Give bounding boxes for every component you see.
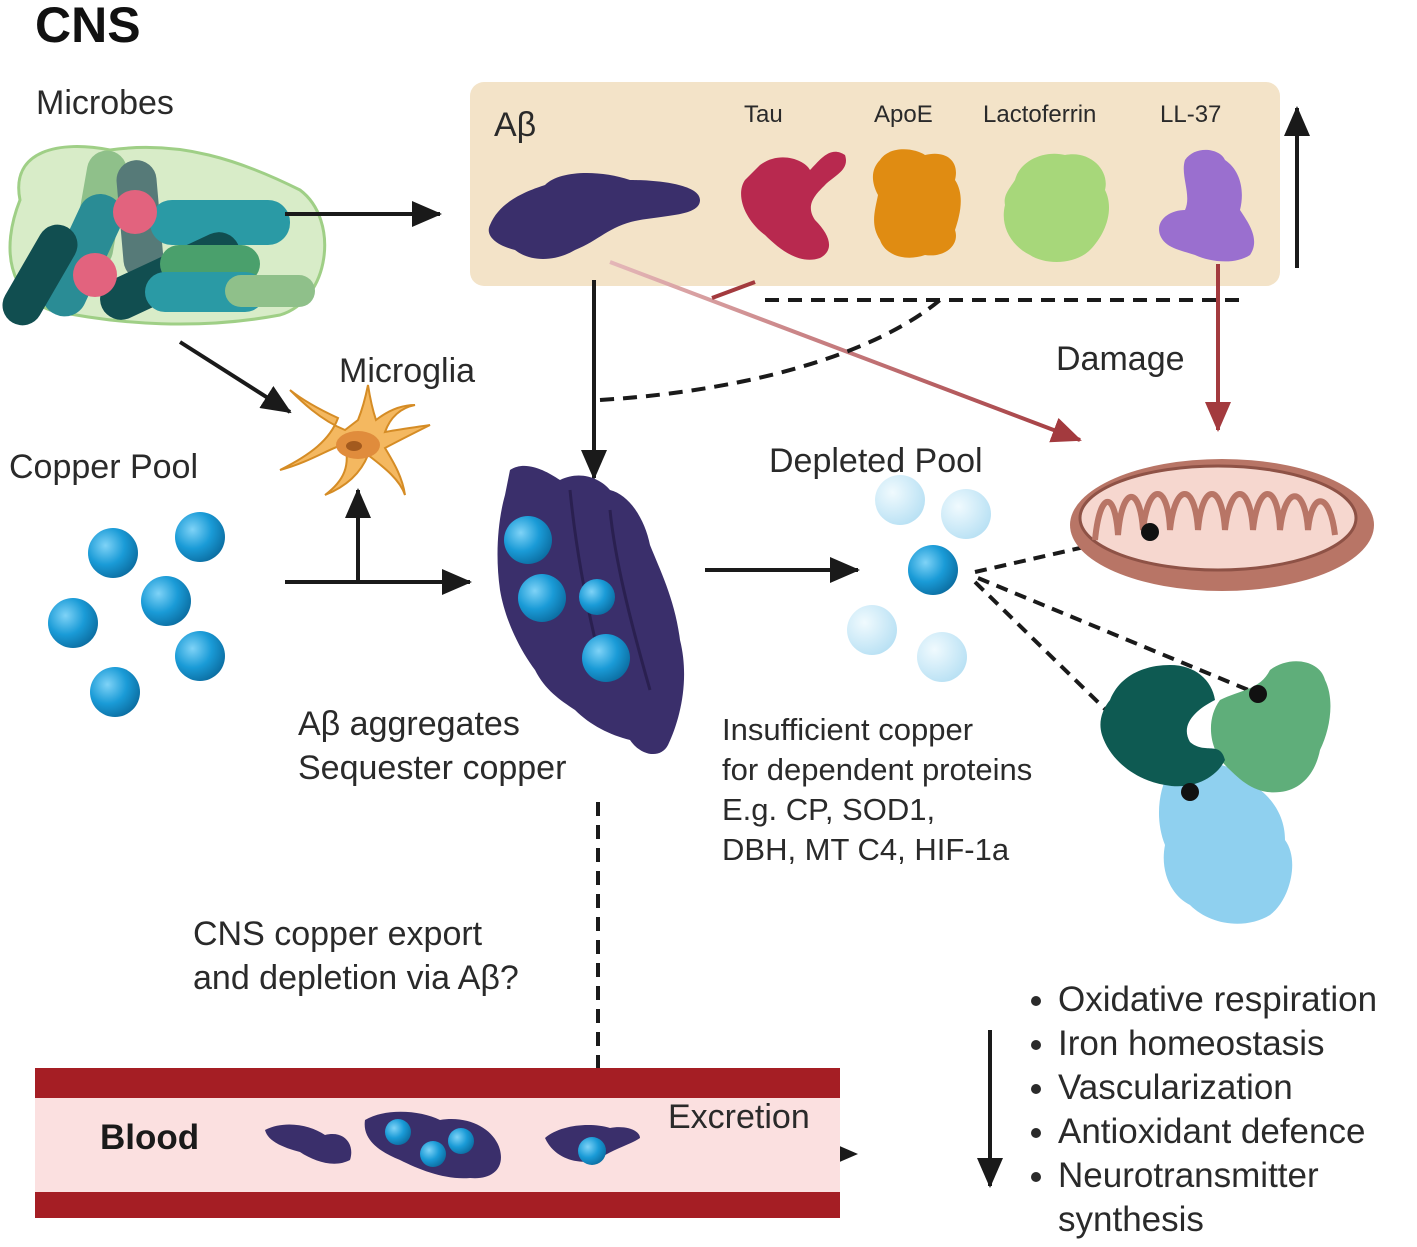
blood-vessel (35, 1068, 840, 1218)
outcome-item: Oxidative respiration (1058, 978, 1377, 1022)
abeta-box-label: Aβ (494, 106, 537, 144)
arrow-damage-abeta (609, 260, 1082, 443)
lactoferrin-protein (1003, 153, 1110, 262)
dashed-to-enzyme-a (977, 576, 1259, 696)
copper-enzymes (1100, 661, 1331, 924)
blood-label: Blood (100, 1118, 200, 1157)
mitochondrion (1070, 459, 1374, 591)
apoe-protein (872, 149, 961, 258)
excretion-label: Excretion (668, 1098, 810, 1136)
insufficient-copper-label: Insufficient copper for dependent protei… (722, 712, 1033, 867)
abeta-aggregate (497, 465, 685, 755)
outcome-list: Oxidative respiration Iron homeostasis V… (1010, 978, 1377, 1242)
protein-label-ll37: LL-37 (1160, 101, 1222, 128)
outcome-item: Iron homeostasis (1058, 1022, 1377, 1066)
protein-label-apoe: ApoE (874, 101, 933, 128)
copper-pool (48, 512, 225, 717)
microglia-label: Microglia (339, 352, 476, 390)
microglia-cell (279, 384, 431, 496)
export-label: CNS copper export and depletion via Aβ? (193, 915, 519, 997)
depleted-pool-label: Depleted Pool (769, 442, 983, 480)
copper-pool-label: Copper Pool (9, 448, 199, 486)
depleted-pool (847, 475, 991, 682)
outcome-item: Neurotransmitter synthesis (1058, 1154, 1358, 1242)
diagram-title: CNS (35, 0, 141, 53)
dashed-curve (599, 298, 942, 402)
protein-label-tau: Tau (744, 101, 783, 128)
protein-label-lactoferrin: Lactoferrin (983, 101, 1097, 128)
ll37-protein (1159, 149, 1255, 262)
arrow-damage-tau (711, 280, 756, 300)
microbes-label: Microbes (36, 84, 174, 122)
tau-protein (741, 151, 846, 260)
aggregates-label: Aβ aggregates Sequester copper (298, 705, 567, 787)
abeta-monomer (488, 173, 700, 259)
outcome-item: Antioxidant defence (1058, 1110, 1377, 1154)
microbes-cluster (2, 145, 327, 326)
damage-label: Damage (1056, 340, 1185, 378)
arrow-microbes-to-microglia (178, 340, 292, 414)
outcome-item: Vascularization (1058, 1066, 1377, 1110)
